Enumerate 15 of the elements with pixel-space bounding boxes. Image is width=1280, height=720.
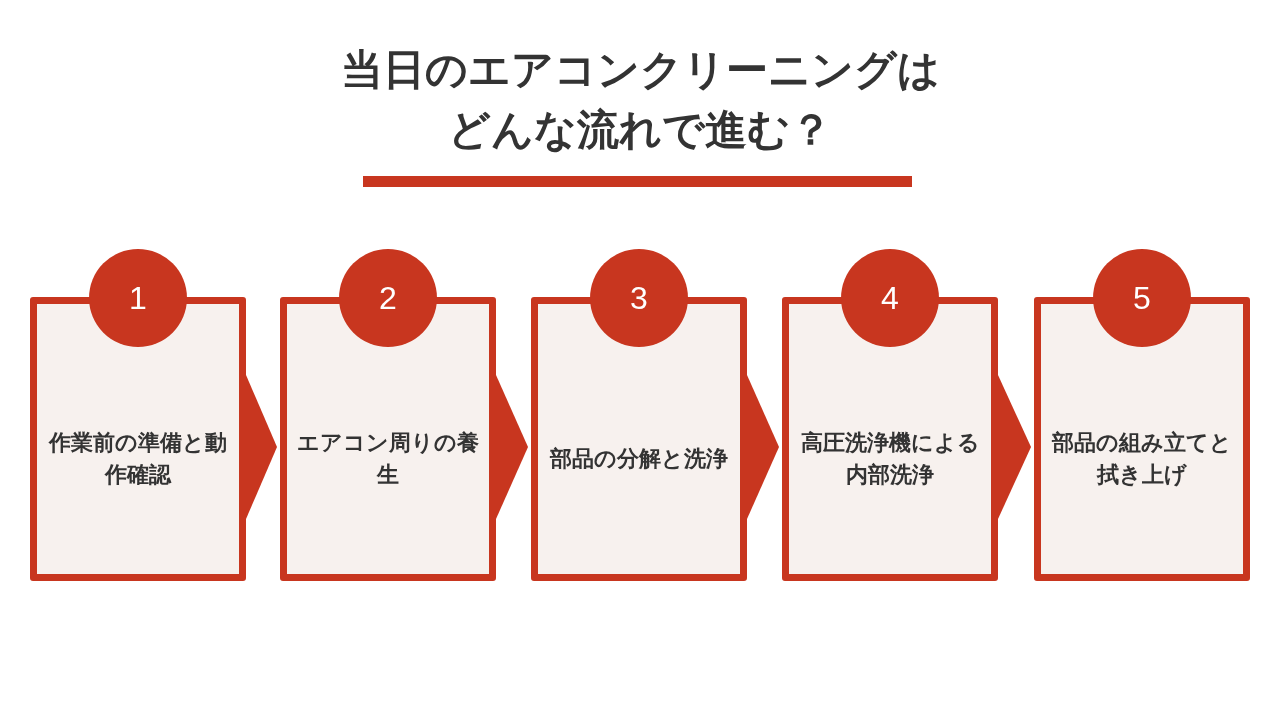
step-number: 2	[379, 279, 397, 317]
step-label: 部品の組み立てと拭き上げ	[1050, 429, 1233, 489]
step-label: 作業前の準備と動作確認	[47, 429, 228, 489]
step-number: 4	[881, 279, 899, 317]
step-number: 1	[129, 279, 147, 317]
arrow	[246, 375, 277, 519]
step-number: 3	[630, 279, 648, 317]
step-label: 部品の分解と洗浄	[550, 445, 728, 473]
step-label: エアコン周りの養生	[296, 429, 480, 489]
step-number: 5	[1133, 279, 1151, 317]
arrow	[998, 375, 1031, 519]
title: 当日のエアコンクリーニングはどんな流れで進む？	[340, 44, 940, 156]
arrow	[496, 375, 528, 519]
step-label: 高圧洗浄機による内部洗浄	[799, 429, 981, 489]
arrow	[747, 375, 779, 519]
